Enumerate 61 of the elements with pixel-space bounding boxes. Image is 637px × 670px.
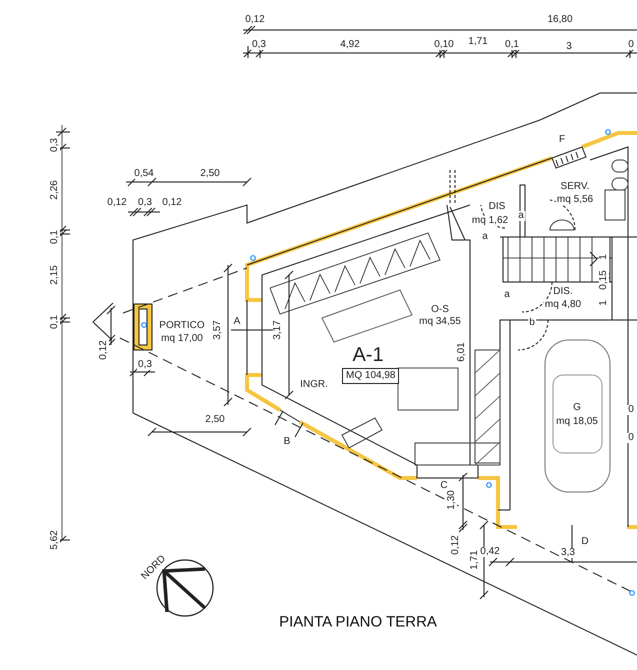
plan-label: a	[481, 232, 489, 242]
plan-label: 0,10	[433, 40, 455, 50]
plan-label: 3	[565, 42, 573, 52]
plan-label: 0,1	[504, 40, 520, 50]
plan-label: 0,42	[479, 547, 501, 557]
plan-label: 0,12	[161, 198, 183, 208]
plan-label: b	[528, 318, 536, 328]
plan-label: C	[439, 481, 449, 491]
dimension-label: 3,57	[213, 319, 223, 341]
dimension-label: 1,30	[447, 489, 457, 511]
plan-label: INGR.	[299, 380, 329, 390]
plan-label: mq 18,05	[555, 417, 599, 427]
plan-title: PIANTA PIANO TERRA	[279, 614, 437, 630]
plan-label: 0	[627, 433, 635, 443]
plan-label: 1,71	[467, 37, 489, 47]
plan-label: A	[232, 317, 242, 327]
dimension-label: 5,62	[50, 529, 60, 551]
plan-label: 0	[627, 405, 635, 415]
plan-label: a	[503, 290, 511, 300]
plan-label: mq 5,56	[556, 195, 594, 205]
plan-label: DIS	[488, 202, 506, 212]
plan-label: 3,3	[560, 548, 576, 558]
dimension-label: 0,12	[99, 339, 109, 361]
plan-label: 0	[627, 40, 635, 50]
plan-label: a	[517, 211, 525, 221]
plan-label: 0,54	[133, 169, 155, 179]
plan-label: 0,3	[137, 360, 153, 370]
plan-label: O-S	[430, 305, 450, 315]
plan-label: mq 34,55	[418, 317, 462, 327]
dimension-label: 0,3	[50, 137, 60, 153]
plan-label: 2,50	[204, 415, 226, 425]
plan-label: 0,12	[244, 15, 266, 25]
dimension-label: 2,15	[50, 264, 60, 286]
dimension-label: 0,12	[451, 534, 461, 556]
plan-label: mq 1,62	[470, 216, 510, 226]
plan-label: mq 4,80	[544, 300, 582, 310]
plan-label: F	[558, 135, 566, 145]
area-box: MQ 104,98	[342, 368, 400, 384]
plan-label: 0,3	[251, 40, 267, 50]
dimension-label: 3,17	[273, 319, 283, 341]
plan-label: 0,12	[106, 198, 128, 208]
plan-label: D	[580, 537, 590, 547]
plan-label: DIS.	[552, 287, 574, 297]
plan-label: 2,50	[199, 169, 221, 179]
plan-label: SERV.	[560, 182, 590, 192]
plan-label: mq 17,00	[160, 334, 204, 344]
dimension-label: 1	[599, 253, 609, 261]
dimension-label: 1	[599, 299, 609, 307]
dimension-label: 0,1	[50, 229, 60, 245]
plan-label: 4,92	[339, 40, 361, 50]
dimension-label: 0,1	[50, 314, 60, 330]
plan-label: 0,3	[137, 198, 153, 208]
dimension-label: 2,26	[50, 179, 60, 201]
dimension-label: 1,71	[470, 549, 480, 571]
plan-label: B	[282, 437, 292, 447]
dimension-label: 0,15	[599, 269, 609, 291]
plan-label: PORTICO	[158, 321, 206, 331]
plan-label: 16,80	[546, 15, 574, 25]
dimension-label: 6,01	[457, 341, 467, 363]
unit-label: A-1	[351, 345, 385, 365]
plan-label: G	[572, 403, 582, 413]
